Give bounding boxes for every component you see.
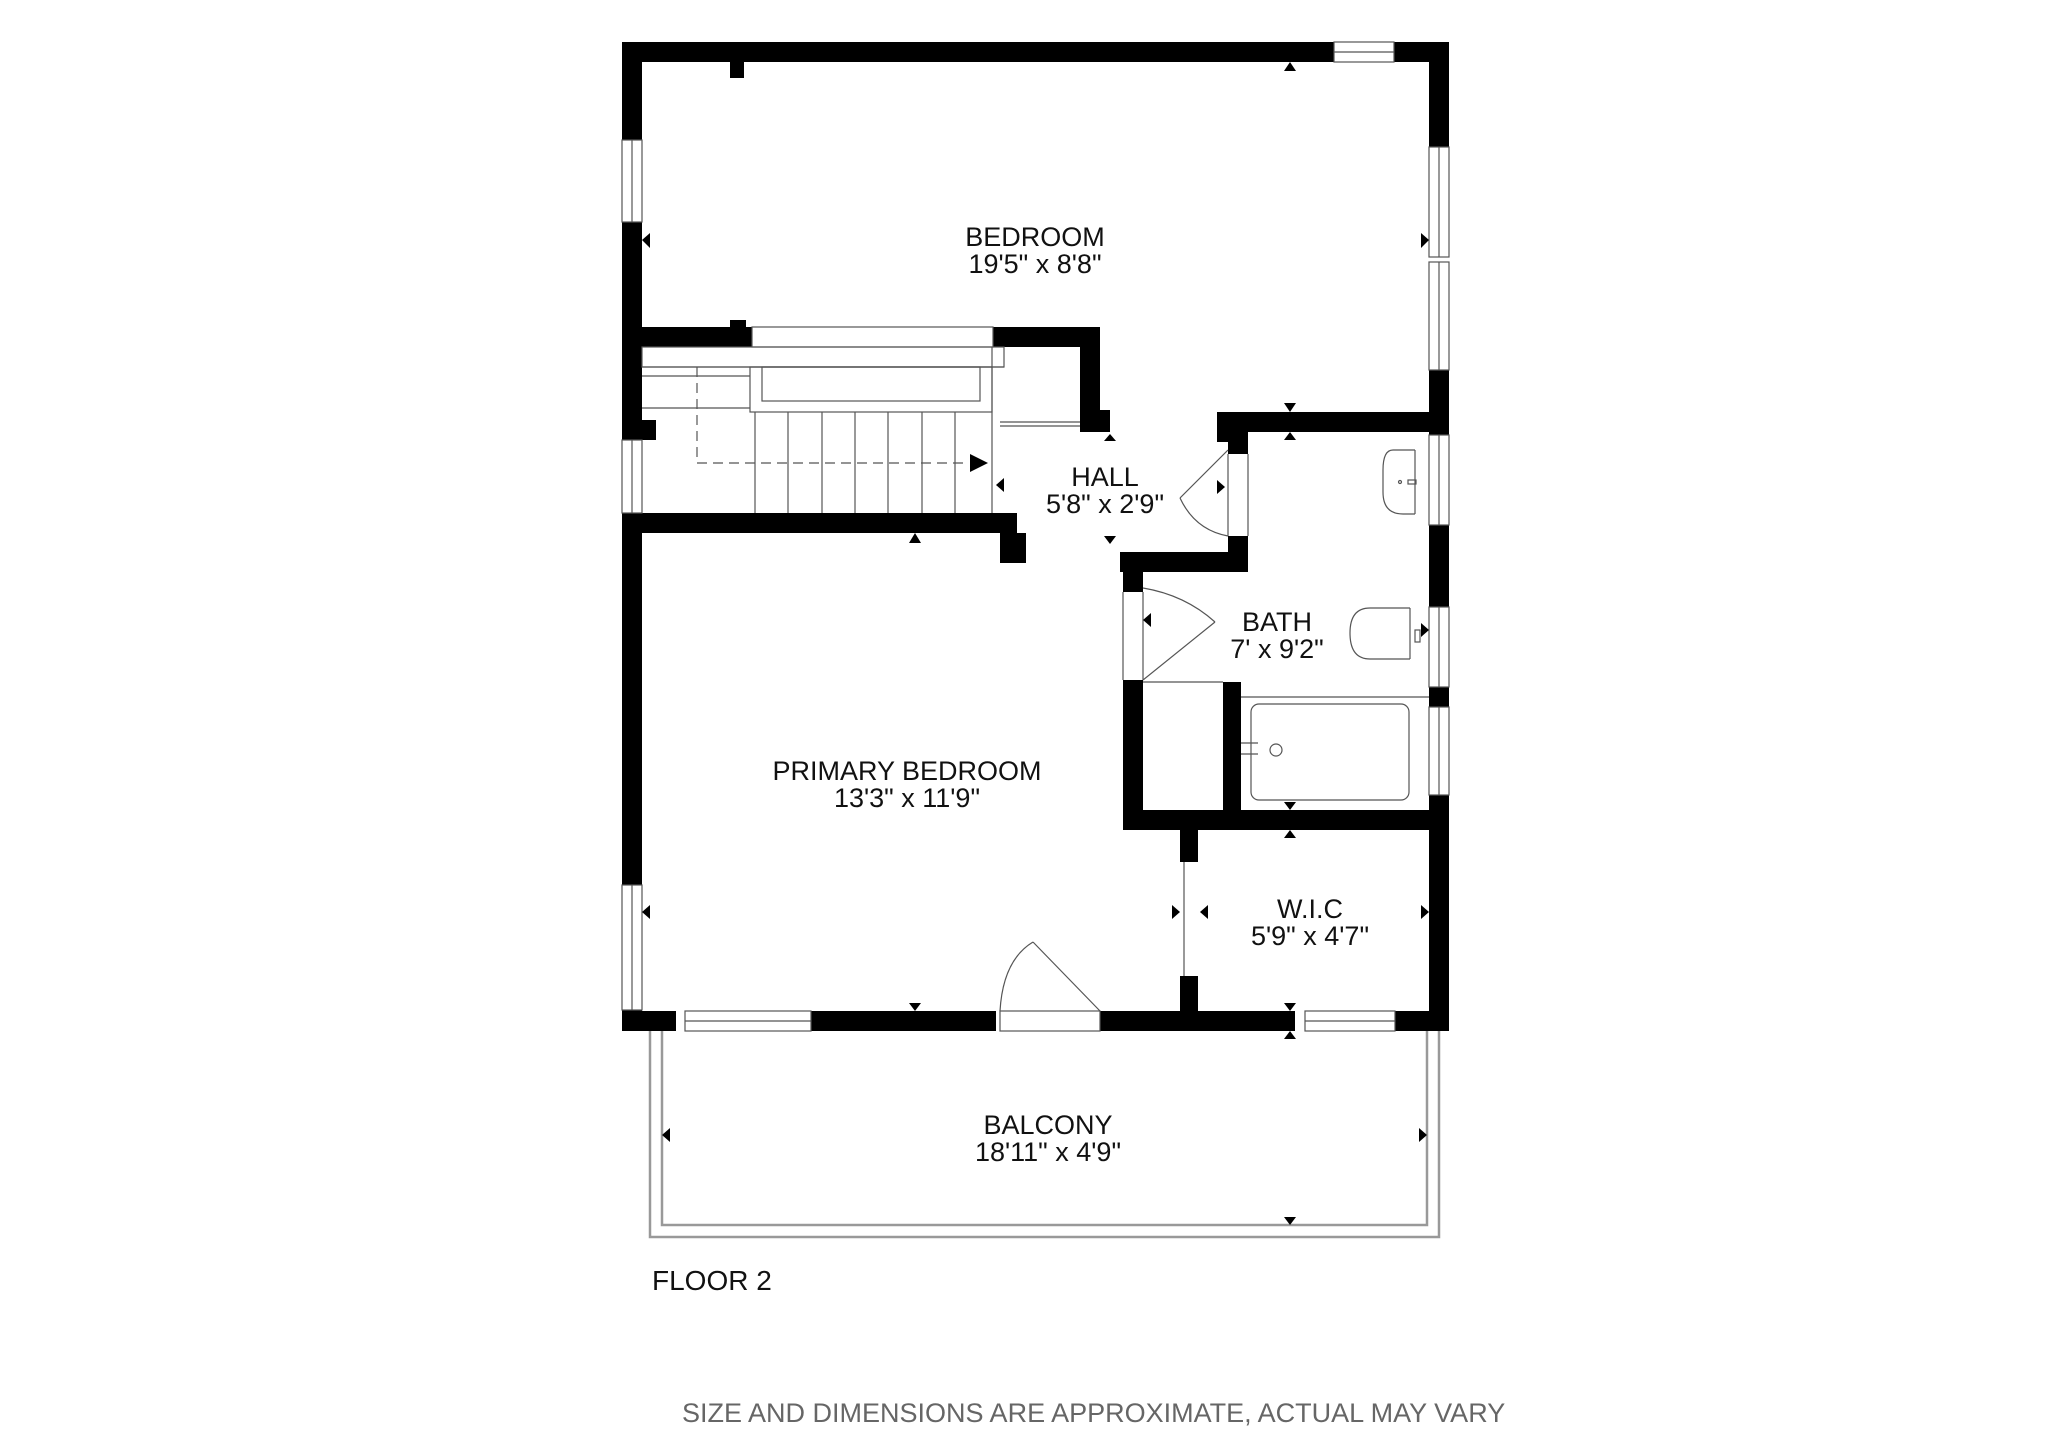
room-label-balcony: BALCONY 18'11" x 4'9" <box>975 1112 1121 1166</box>
room-name: BALCONY <box>983 1110 1113 1140</box>
floor-label: FLOOR 2 <box>652 1265 772 1296</box>
room-label-hall: HALL 5'8" x 2'9" <box>1046 464 1164 518</box>
staircase <box>641 346 1080 513</box>
room-dimensions: 5'9" x 4'7" <box>1250 921 1370 951</box>
room-dimensions: 13'3" x 11'9" <box>833 783 981 813</box>
stair-direction-arrow <box>970 454 988 472</box>
toilet <box>1349 607 1410 660</box>
room-name: BATH <box>1241 607 1313 637</box>
room-dimensions: 18'11" x 4'9" <box>974 1137 1122 1167</box>
room-name: HALL <box>1071 462 1139 492</box>
room-dimensions: 7' x 9'2" <box>1230 634 1324 664</box>
walls <box>622 42 1449 1031</box>
doors <box>999 449 1249 1032</box>
room-label-bedroom: BEDROOM 19'5" x 8'8" <box>965 224 1105 278</box>
room-dimensions: 19'5" x 8'8" <box>968 249 1102 279</box>
sink <box>1382 449 1415 515</box>
room-name: PRIMARY BEDROOM <box>772 756 1042 786</box>
room-label-primary-bedroom: PRIMARY BEDROOM 13'3" x 11'9" <box>772 758 1041 812</box>
bath-fixtures <box>1241 449 1429 801</box>
dimension-markers <box>642 62 1429 1225</box>
room-label-bath: BATH 7' x 9'2" <box>1230 609 1323 663</box>
room-label-wic: W.I.C 5'9" x 4'7" <box>1251 896 1369 950</box>
windows <box>621 41 1450 1032</box>
balcony-railing <box>648 1031 1441 1239</box>
room-name: W.I.C <box>1276 894 1343 924</box>
room-dimensions: 5'8" x 2'9" <box>1045 489 1165 519</box>
room-name: BEDROOM <box>965 222 1105 252</box>
disclaimer-text: SIZE AND DIMENSIONS ARE APPROXIMATE, ACT… <box>682 1398 1506 1428</box>
bathtub <box>1250 703 1410 801</box>
